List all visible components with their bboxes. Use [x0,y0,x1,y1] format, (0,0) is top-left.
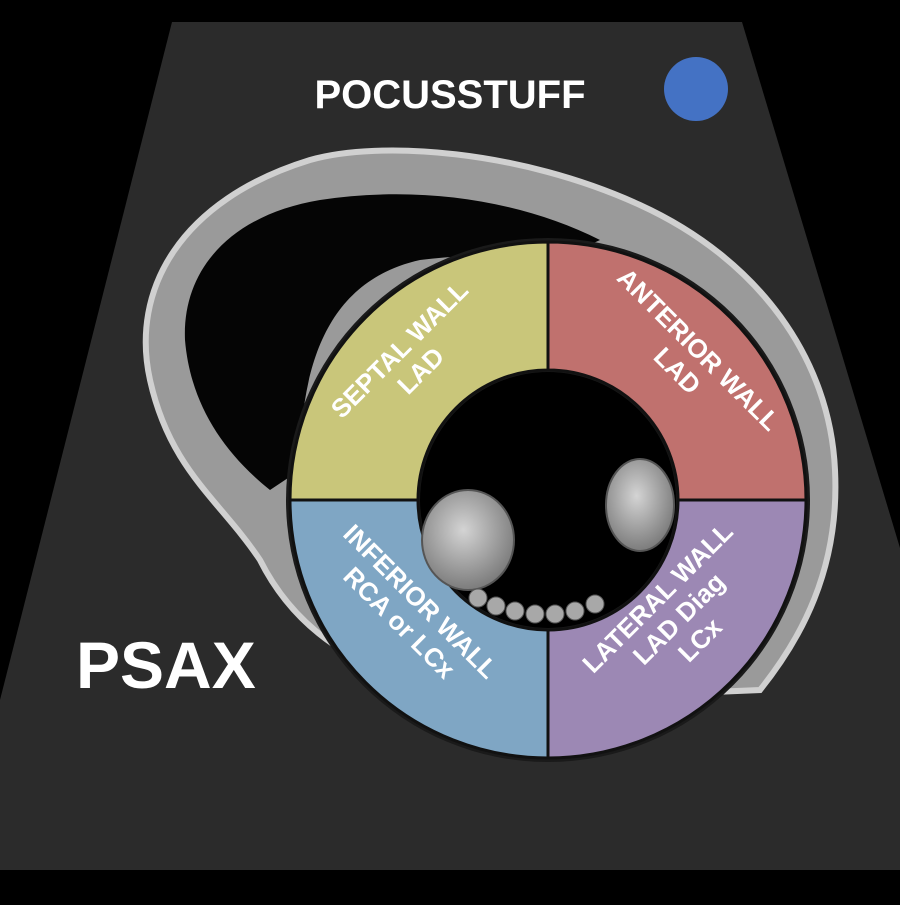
segment-septal-wall [288,240,550,502]
brand-title: POCUSSTUFF [314,73,585,117]
papillary-muscle-right [605,458,675,552]
view-label: PSAX [76,628,256,702]
trabeculae [468,588,605,624]
right-ventricle-cavity [184,194,600,491]
papillary-muscle-left [421,489,515,591]
segment-lateral-wall [546,498,808,760]
segment-anterior-wall [546,240,808,502]
brand-dot-icon [664,57,728,121]
